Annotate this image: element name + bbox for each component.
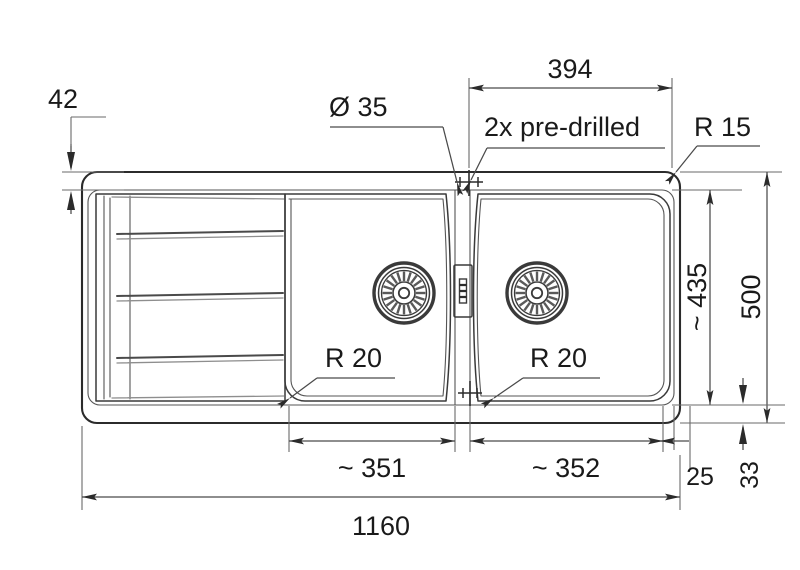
dimension-351: ~ 351 [288, 406, 456, 483]
drainboard-bottom-edge [111, 395, 285, 399]
divider-overflow-slot [453, 264, 473, 318]
dimension-label-500: 500 [736, 274, 766, 319]
dimension-label-r15: R 15 [694, 112, 751, 142]
right-bowl-inner [476, 198, 665, 397]
drainboard [95, 193, 286, 402]
label-r20-right: R 20 [480, 343, 600, 409]
dimension-label-42: 42 [48, 84, 78, 114]
dimension-label-d35: Ø 35 [329, 92, 388, 122]
right-strainer-slots [515, 271, 559, 315]
bowl-divider [453, 189, 473, 406]
dimension-label-1160: 1160 [352, 511, 410, 541]
sink-inner-rim [87, 189, 675, 406]
left-drain-strainer [372, 261, 436, 325]
dimension-25: 25 [660, 406, 714, 491]
dimension-label-33: 33 [736, 461, 764, 489]
dimension-label-435: ~ 435 [682, 263, 712, 331]
dimension-label-predrilled: 2x pre-drilled [484, 112, 640, 142]
right-bowl [472, 193, 671, 402]
right-bowl-rim [472, 193, 671, 402]
dimension-33: 33 [690, 378, 785, 489]
drainboard-groove-2 [116, 292, 284, 302]
left-bowl-inner [288, 198, 448, 397]
dimension-label-r20-right: R 20 [530, 343, 587, 373]
divider-slot-bars [459, 283, 467, 299]
left-bowl-rim [284, 193, 452, 402]
label-diameter-35: Ø 35 [329, 92, 464, 197]
dimension-352: ~ 352 [469, 406, 664, 483]
dimension-42: 42 [48, 84, 124, 214]
left-bowl [284, 193, 452, 402]
drainboard-top-edge [111, 196, 285, 200]
dimension-label-394: 394 [547, 54, 592, 84]
drainboard-groove-1 [116, 230, 284, 240]
dimension-label-351: ~ 351 [338, 453, 406, 483]
label-r20-left: R 20 [277, 343, 395, 409]
drainboard-pan [95, 193, 286, 402]
dimension-394: 394 [468, 54, 673, 168]
label-r15: R 15 [664, 112, 760, 185]
label-pre-drilled: 2x pre-drilled [462, 112, 665, 194]
sink-body [80, 170, 682, 425]
dimension-435: ~ 435 [672, 189, 742, 406]
drainboard-groove-3 [116, 354, 284, 364]
right-drain-strainer [505, 261, 569, 325]
tap-hole-marker-top [455, 170, 483, 196]
dimension-label-r20-left: R 20 [325, 343, 382, 373]
sink-outer-rim [80, 170, 682, 425]
left-strainer-slots [382, 271, 426, 315]
dimension-label-25: 25 [686, 463, 714, 491]
tap-hole-marker-bottom [458, 381, 482, 406]
dimension-1160: 1160 [81, 426, 681, 541]
dimension-label-352: ~ 352 [532, 453, 600, 483]
